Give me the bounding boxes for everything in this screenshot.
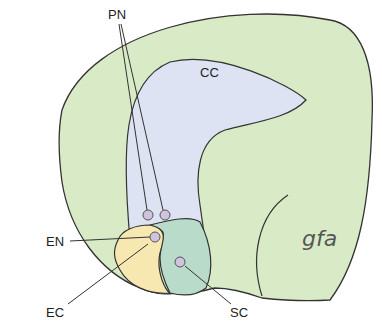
part-label: EC	[46, 306, 64, 319]
fold-line	[257, 195, 288, 296]
part-label: CC	[200, 66, 219, 79]
cc-region	[126, 60, 306, 240]
leader-lines	[68, 24, 231, 304]
watermark: gfa	[300, 228, 339, 250]
part-label: PN	[108, 8, 126, 21]
neuron-dots	[143, 210, 185, 267]
part-label: EN	[46, 235, 64, 248]
part-label: SC	[230, 306, 248, 319]
sc-region	[150, 219, 211, 295]
outer-outline	[59, 14, 372, 301]
